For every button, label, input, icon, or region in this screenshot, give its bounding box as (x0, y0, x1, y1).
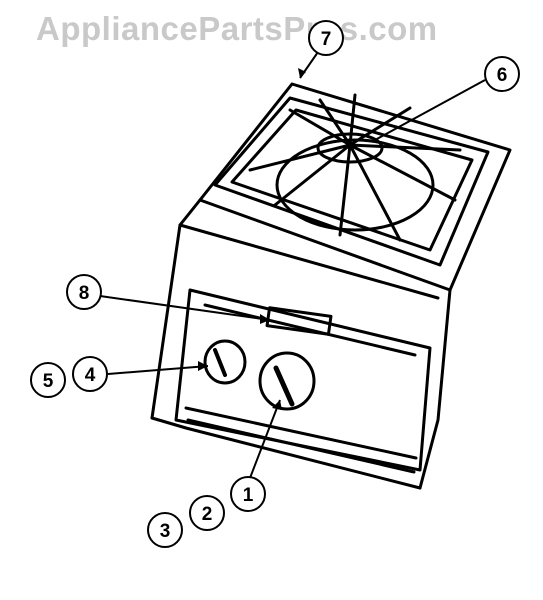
callout-1-circle (230, 476, 266, 512)
callout-7-circle (308, 20, 344, 56)
grate-bars (248, 93, 462, 242)
callout-4-label: 4 (85, 365, 96, 386)
leader-4 (107, 365, 209, 375)
callout-4-circle (72, 356, 108, 392)
indicator-light (265, 306, 333, 336)
callout-2-circle (189, 495, 225, 531)
callout-7-label: 7 (321, 29, 332, 50)
burner-base (275, 138, 435, 232)
leader-6 (374, 79, 486, 141)
callout-5-circle (30, 362, 66, 398)
callout-1-label: 1 (243, 485, 254, 506)
arrow-1 (272, 400, 282, 410)
control-panel-inner (203, 303, 417, 357)
control-panel (174, 288, 432, 472)
small-knob (203, 339, 247, 385)
callout-6-circle (484, 56, 520, 92)
leader-8 (99, 295, 271, 321)
callout-5-label: 5 (43, 371, 54, 392)
large-knob (258, 351, 316, 411)
callout-6-label: 6 (497, 65, 508, 86)
callout-2-label: 2 (202, 504, 213, 525)
cabinet-right-side (418, 288, 452, 490)
grate-frame (213, 96, 490, 267)
arrow-4 (198, 361, 208, 371)
arrow-7 (298, 68, 306, 78)
arrow-8 (260, 314, 270, 324)
cabinet-top-edge (178, 223, 440, 300)
callout-3-label: 3 (160, 521, 171, 542)
callout-3-circle (147, 512, 183, 548)
callout-8-label: 8 (79, 283, 90, 304)
leader-1 (249, 399, 281, 479)
cabinet-bottom-edge (150, 416, 422, 490)
callout-8-circle (66, 274, 102, 310)
top-deck (198, 82, 512, 292)
burner-cap (316, 132, 384, 164)
grate-frame-inner (230, 108, 474, 252)
kick-rails (184, 406, 418, 474)
